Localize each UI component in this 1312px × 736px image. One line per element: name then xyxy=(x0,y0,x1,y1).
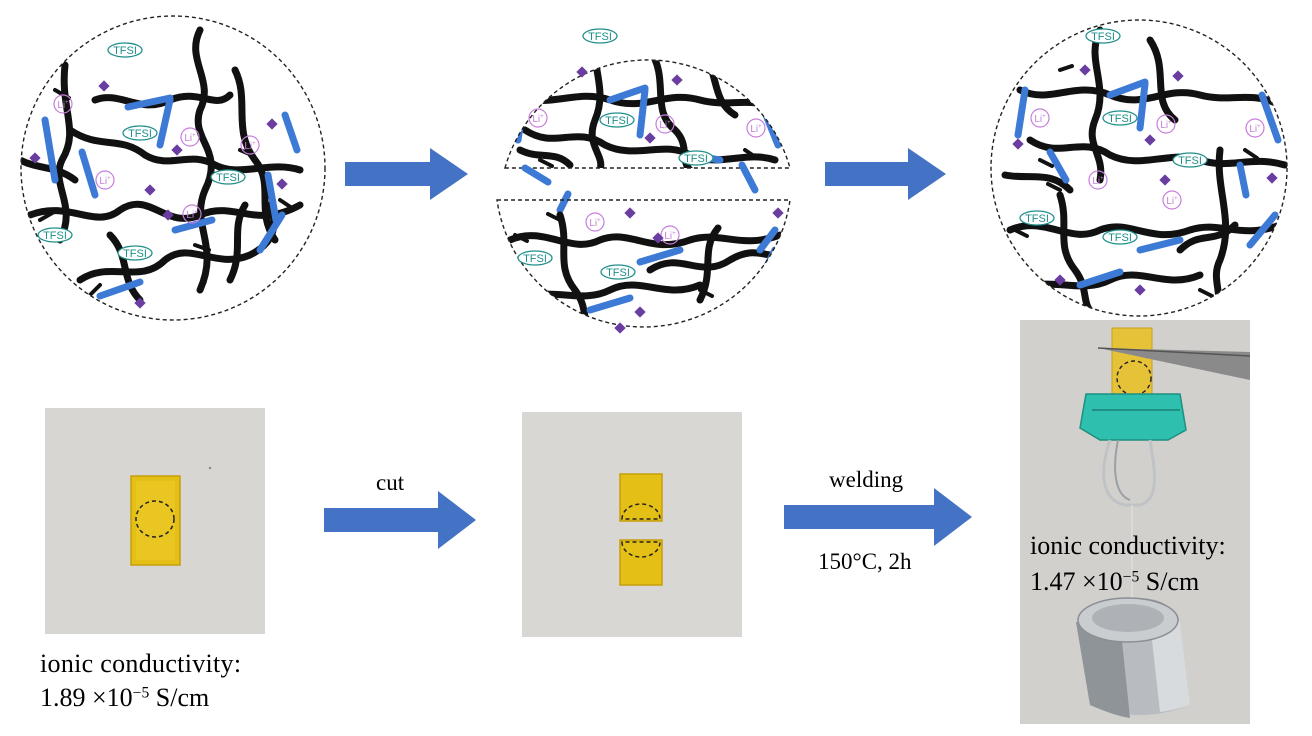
tfsi-label: TFSI xyxy=(1025,213,1049,225)
arrow-right-icon xyxy=(345,148,468,200)
li-charge: + xyxy=(1257,124,1261,130)
arrow-right-icon xyxy=(784,488,972,546)
li-charge: + xyxy=(1100,176,1104,182)
li-charge: + xyxy=(252,141,256,147)
tfsi-label: TFSI xyxy=(1091,31,1115,43)
li-label: Li+ xyxy=(532,114,544,125)
li-charge: + xyxy=(1042,114,1046,120)
photo-intact-film xyxy=(45,408,265,634)
photo-welded-film xyxy=(1020,320,1251,724)
network-cut: TFSI TFSI TFSI TFSI TFSI Li+ Li+ Li+ Li+… xyxy=(496,28,791,334)
li-charge: + xyxy=(192,133,196,139)
li-label: Li+ xyxy=(750,124,762,135)
li-label: Li+ xyxy=(1092,176,1104,187)
tfsi-label: TFSI xyxy=(523,253,547,265)
li-charge: + xyxy=(107,176,111,182)
photo-cut-film xyxy=(522,412,742,637)
li-label: Li+ xyxy=(184,133,196,144)
network-healed: TFSI TFSI TFSI TFSI TFSI Li+ Li+ Li+ Li+… xyxy=(990,19,1288,317)
li-label: Li+ xyxy=(589,218,601,229)
li-charge: + xyxy=(597,218,601,224)
conductivity-label-before: ionic conductivity: xyxy=(40,649,242,678)
li-label: Li+ xyxy=(1034,114,1046,125)
tfsi-label: TFSI xyxy=(606,267,630,279)
tfsi-label: TFSI xyxy=(113,45,137,57)
li-label: Li+ xyxy=(57,100,69,111)
tfsi-label: TFSI xyxy=(216,172,240,184)
tfsi-label: TFSI xyxy=(128,128,152,140)
welding-condition: 150°C, 2h xyxy=(818,549,912,574)
li-label: Li+ xyxy=(99,176,111,187)
arrow-right-icon xyxy=(324,491,476,549)
li-charge: + xyxy=(194,210,198,216)
tfsi-label: TFSI xyxy=(684,153,708,165)
tfsi-label: TFSI xyxy=(123,248,147,260)
welding-label: welding xyxy=(829,467,904,492)
conductivity-exponent: −5 xyxy=(1122,568,1140,586)
conductivity-exponent: −5 xyxy=(132,684,150,702)
conductivity-value-after: 1.47 ×10−5 S/cm xyxy=(1030,566,1199,599)
li-label: Li+ xyxy=(186,210,198,221)
network-intact: TFSI TFSI TFSI TFSI TFSI Li+ Li+ Li+ Li+… xyxy=(20,15,326,321)
li-charge: + xyxy=(672,231,676,237)
conductivity-label-after: ionic conductivity: xyxy=(1030,531,1226,560)
conductivity-number: 1.89 ×10 xyxy=(40,683,133,712)
li-charge: + xyxy=(1168,120,1172,126)
li-label: Li+ xyxy=(1166,196,1178,207)
li-charge: + xyxy=(667,120,671,126)
li-label: Li+ xyxy=(1160,120,1172,131)
li-label: Li+ xyxy=(1249,124,1261,135)
li-charge: + xyxy=(540,114,544,120)
conductivity-number: 1.47 ×10 xyxy=(1030,567,1123,596)
tfsi-label: TFSI xyxy=(588,31,612,43)
li-label: Li+ xyxy=(664,231,676,242)
li-charge: + xyxy=(1174,196,1178,202)
tfsi-label: TFSI xyxy=(1178,155,1202,167)
arrow-right-icon xyxy=(825,148,946,200)
tfsi-label: TFSI xyxy=(1108,232,1132,244)
li-label: Li+ xyxy=(659,120,671,131)
tfsi-label: TFSI xyxy=(605,115,629,127)
tfsi-label: TFSI xyxy=(43,230,67,242)
conductivity-unit: S/cm xyxy=(149,683,210,712)
conductivity-value-before: 1.89 ×10−5 S/cm xyxy=(40,682,209,715)
tfsi-label: TFSI xyxy=(1108,113,1132,125)
cut-label: cut xyxy=(376,470,405,495)
li-label: Li+ xyxy=(244,141,256,152)
conductivity-unit: S/cm xyxy=(1139,567,1200,596)
li-charge: + xyxy=(758,124,762,130)
li-charge: + xyxy=(65,100,69,106)
